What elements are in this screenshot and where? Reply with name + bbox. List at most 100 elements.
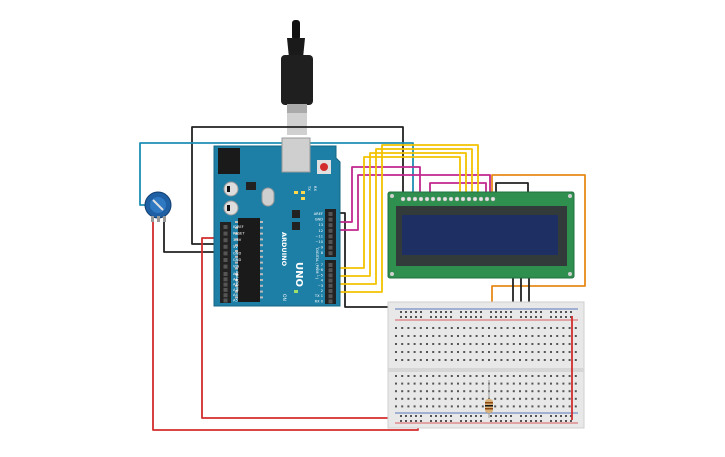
lcd-pin xyxy=(490,196,496,202)
breadboard-hole xyxy=(413,375,416,377)
breadboard-hole xyxy=(568,390,571,393)
breadboard-hole xyxy=(550,359,552,361)
breadboard-hole xyxy=(490,415,492,417)
breadboard-hole xyxy=(438,343,441,345)
header-hole xyxy=(223,287,228,292)
wire-black-pot xyxy=(163,217,218,253)
breadboard-hole xyxy=(568,335,571,337)
breadboard-hole xyxy=(426,375,428,377)
lcd-pin xyxy=(418,196,424,202)
resistor-band-2 xyxy=(485,405,493,407)
breadboard-hole xyxy=(457,382,459,385)
breadboard-hole xyxy=(570,316,572,318)
chip-pin xyxy=(260,261,263,264)
breadboard-hole xyxy=(395,351,397,353)
breadboard-hole xyxy=(405,311,407,313)
breadboard-hole xyxy=(560,420,562,422)
chip-pin xyxy=(235,226,238,229)
breadboard-hole xyxy=(506,327,509,329)
breadboard-hole xyxy=(410,415,412,417)
breadboard-hole xyxy=(531,327,534,329)
breadboard-hole xyxy=(525,343,528,345)
breadboard-hole xyxy=(470,420,472,422)
breadboard-hole xyxy=(405,415,407,417)
breadboard-hole xyxy=(535,415,537,417)
regulator-chip xyxy=(246,182,256,190)
breadboard-hole xyxy=(463,397,466,400)
lcd-pin xyxy=(466,196,472,202)
breadboard-hole xyxy=(531,382,534,385)
breadboard-hole xyxy=(450,359,453,361)
breadboard-hole xyxy=(506,382,509,385)
breadboard-hole xyxy=(395,375,397,377)
breadboard-hole xyxy=(445,415,447,417)
digital-pin-label: 2 xyxy=(321,289,323,293)
chip-pin xyxy=(260,267,263,270)
breadboard-hole xyxy=(565,316,567,318)
breadboard-hole xyxy=(512,397,515,400)
breadboard-hole xyxy=(450,415,452,417)
breadboard-hole xyxy=(426,343,428,345)
breadboard-hole xyxy=(463,327,466,329)
breadboard-hole xyxy=(457,343,459,345)
header-hole xyxy=(328,268,333,273)
breadboard-hole xyxy=(407,335,410,337)
breadboard-hole xyxy=(556,397,559,400)
breadboard-hole xyxy=(481,405,484,408)
breadboard-hole xyxy=(525,311,527,313)
breadboard-hole xyxy=(407,351,410,353)
breadboard-hole xyxy=(445,316,447,318)
wire-magenta-rs xyxy=(330,166,421,223)
chip-pin xyxy=(260,250,263,252)
breadboard-hole xyxy=(530,311,532,313)
breadboard-hole xyxy=(438,351,441,353)
breadboard-hole xyxy=(500,375,503,377)
breadboard-hole xyxy=(469,327,472,329)
breadboard-hole xyxy=(440,311,442,313)
digital-pin-label: 4 xyxy=(321,279,324,283)
breadboard-hole xyxy=(550,397,552,400)
breadboard-hole xyxy=(426,327,428,329)
breadboard-hole xyxy=(562,335,565,337)
breadboard-hole xyxy=(480,415,482,417)
breadboard-hole xyxy=(475,375,478,377)
header-hole xyxy=(328,273,333,278)
lcd-pin xyxy=(406,196,412,202)
power-pin-label: RESET xyxy=(233,232,245,236)
breadboard-hole xyxy=(440,420,442,422)
lcd-pin xyxy=(478,196,484,202)
breadboard-hole xyxy=(450,311,452,313)
breadboard-hole xyxy=(419,405,422,408)
breadboard-hole xyxy=(401,343,404,345)
breadboard-hole xyxy=(570,415,572,417)
breadboard-hole xyxy=(419,351,422,353)
breadboard-hole xyxy=(407,375,410,377)
breadboard-hole xyxy=(430,415,432,417)
header-hole xyxy=(223,298,228,303)
breadboard-hole xyxy=(481,351,484,353)
breadboard-hole xyxy=(395,390,397,393)
breadboard-hole xyxy=(419,390,422,393)
breadboard-hole xyxy=(481,382,484,385)
breadboard-hole xyxy=(494,335,497,337)
breadboard-hole xyxy=(400,311,402,313)
breadboard-hole xyxy=(562,382,565,385)
breadboard-hole xyxy=(494,397,497,400)
breadboard-hole xyxy=(465,420,467,422)
breadboard-hole xyxy=(519,351,521,353)
breadboard-hole xyxy=(481,335,484,337)
potentiometer[interactable] xyxy=(144,191,172,222)
reset-button-cap[interactable] xyxy=(320,163,328,171)
breadboard-hole xyxy=(520,415,522,417)
small-chip-2 xyxy=(292,222,300,230)
breadboard-hole xyxy=(550,316,552,318)
breadboard-hole xyxy=(525,375,528,377)
led-rx xyxy=(301,197,305,200)
breadboard-hole xyxy=(506,351,509,353)
power-jack xyxy=(218,148,240,174)
breadboard-hole xyxy=(512,343,515,345)
breadboard-hole xyxy=(500,415,502,417)
power-pin-label: IOREF xyxy=(233,225,244,229)
breadboard-hole xyxy=(445,420,447,422)
